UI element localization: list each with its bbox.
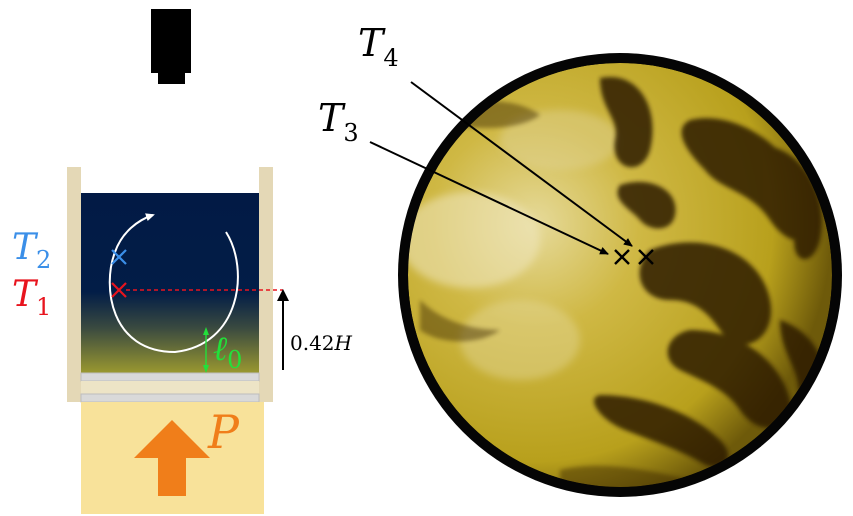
label-t2-main: T (12, 227, 39, 268)
label-height-num: 0.42 (290, 331, 335, 355)
label-t4: T4 (358, 21, 399, 72)
circulation-arrow (108, 213, 239, 354)
label-t2-sub: 2 (36, 246, 51, 274)
label-ell0-sub: 0 (227, 346, 242, 374)
label-power: P (207, 405, 240, 459)
height-arrow-icon (277, 289, 289, 370)
heater-plate (80, 393, 260, 403)
t3-pointer-arrow (369, 141, 609, 255)
label-t2: T2 (12, 227, 51, 274)
label-t1-sub: 1 (36, 293, 51, 321)
probe-t1-marker (111, 282, 127, 298)
camera-icon (151, 9, 191, 84)
label-t3-sub: 3 (343, 119, 358, 147)
label-height-var: H (334, 331, 353, 355)
cell-wall-left (67, 167, 81, 402)
label-ell0: ℓ0 (213, 329, 242, 374)
label-t1: T1 (12, 274, 51, 321)
label-height: 0.42H (290, 331, 353, 355)
label-t4-sub: 4 (383, 44, 398, 72)
dye-image (408, 63, 832, 487)
label-t1-main: T (12, 274, 39, 315)
label-t3: T3 (318, 96, 359, 147)
t4-pointer-arrow (410, 81, 633, 247)
boundary-layer-arrow-icon (203, 327, 209, 373)
label-ell0-main: ℓ (213, 329, 227, 369)
heat-power-arrow-icon (134, 420, 210, 496)
cell-wall-right (259, 167, 273, 402)
label-t4-main: T (358, 21, 386, 65)
bottom-plate-gap (81, 381, 259, 394)
probe-t4-marker (638, 249, 654, 265)
probe-t2-marker (111, 249, 127, 265)
bottom-plate (80, 372, 260, 382)
probe-t3-marker (614, 249, 630, 265)
label-t3-main: T (318, 96, 346, 140)
